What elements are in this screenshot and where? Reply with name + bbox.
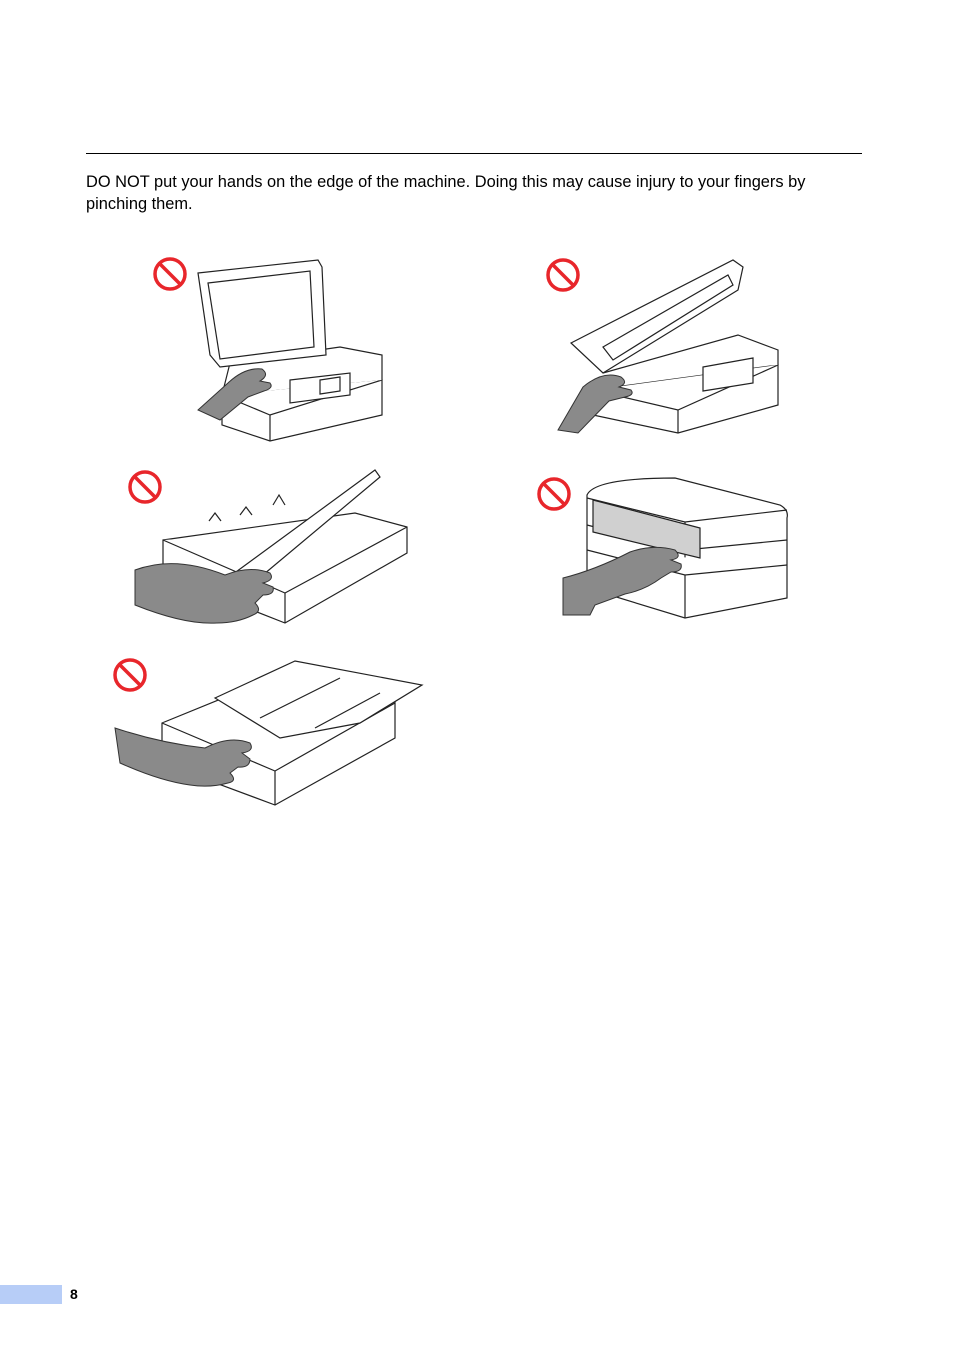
illustration-scanner-lid [150, 255, 390, 445]
hand-icon [557, 374, 633, 434]
illustration-extended-tray [110, 653, 425, 811]
illustration-top-cover [543, 255, 788, 445]
hand-icon [562, 546, 682, 616]
prohibited-icon [128, 470, 162, 504]
warning-text: DO NOT put your hands on the edge of the… [86, 173, 806, 213]
top-rule [86, 153, 862, 154]
page-number: 8 [70, 1286, 78, 1302]
hand-icon [197, 368, 272, 421]
page-tab [0, 1285, 62, 1304]
prohibited-icon [546, 258, 580, 292]
prohibited-icon [153, 257, 187, 291]
prohibited-icon [113, 658, 147, 692]
illustration-paper-tray [125, 465, 410, 635]
hand-icon [114, 727, 252, 787]
prohibited-icon [537, 477, 571, 511]
illustration-front-cover [535, 470, 795, 630]
hand-icon [134, 563, 274, 624]
